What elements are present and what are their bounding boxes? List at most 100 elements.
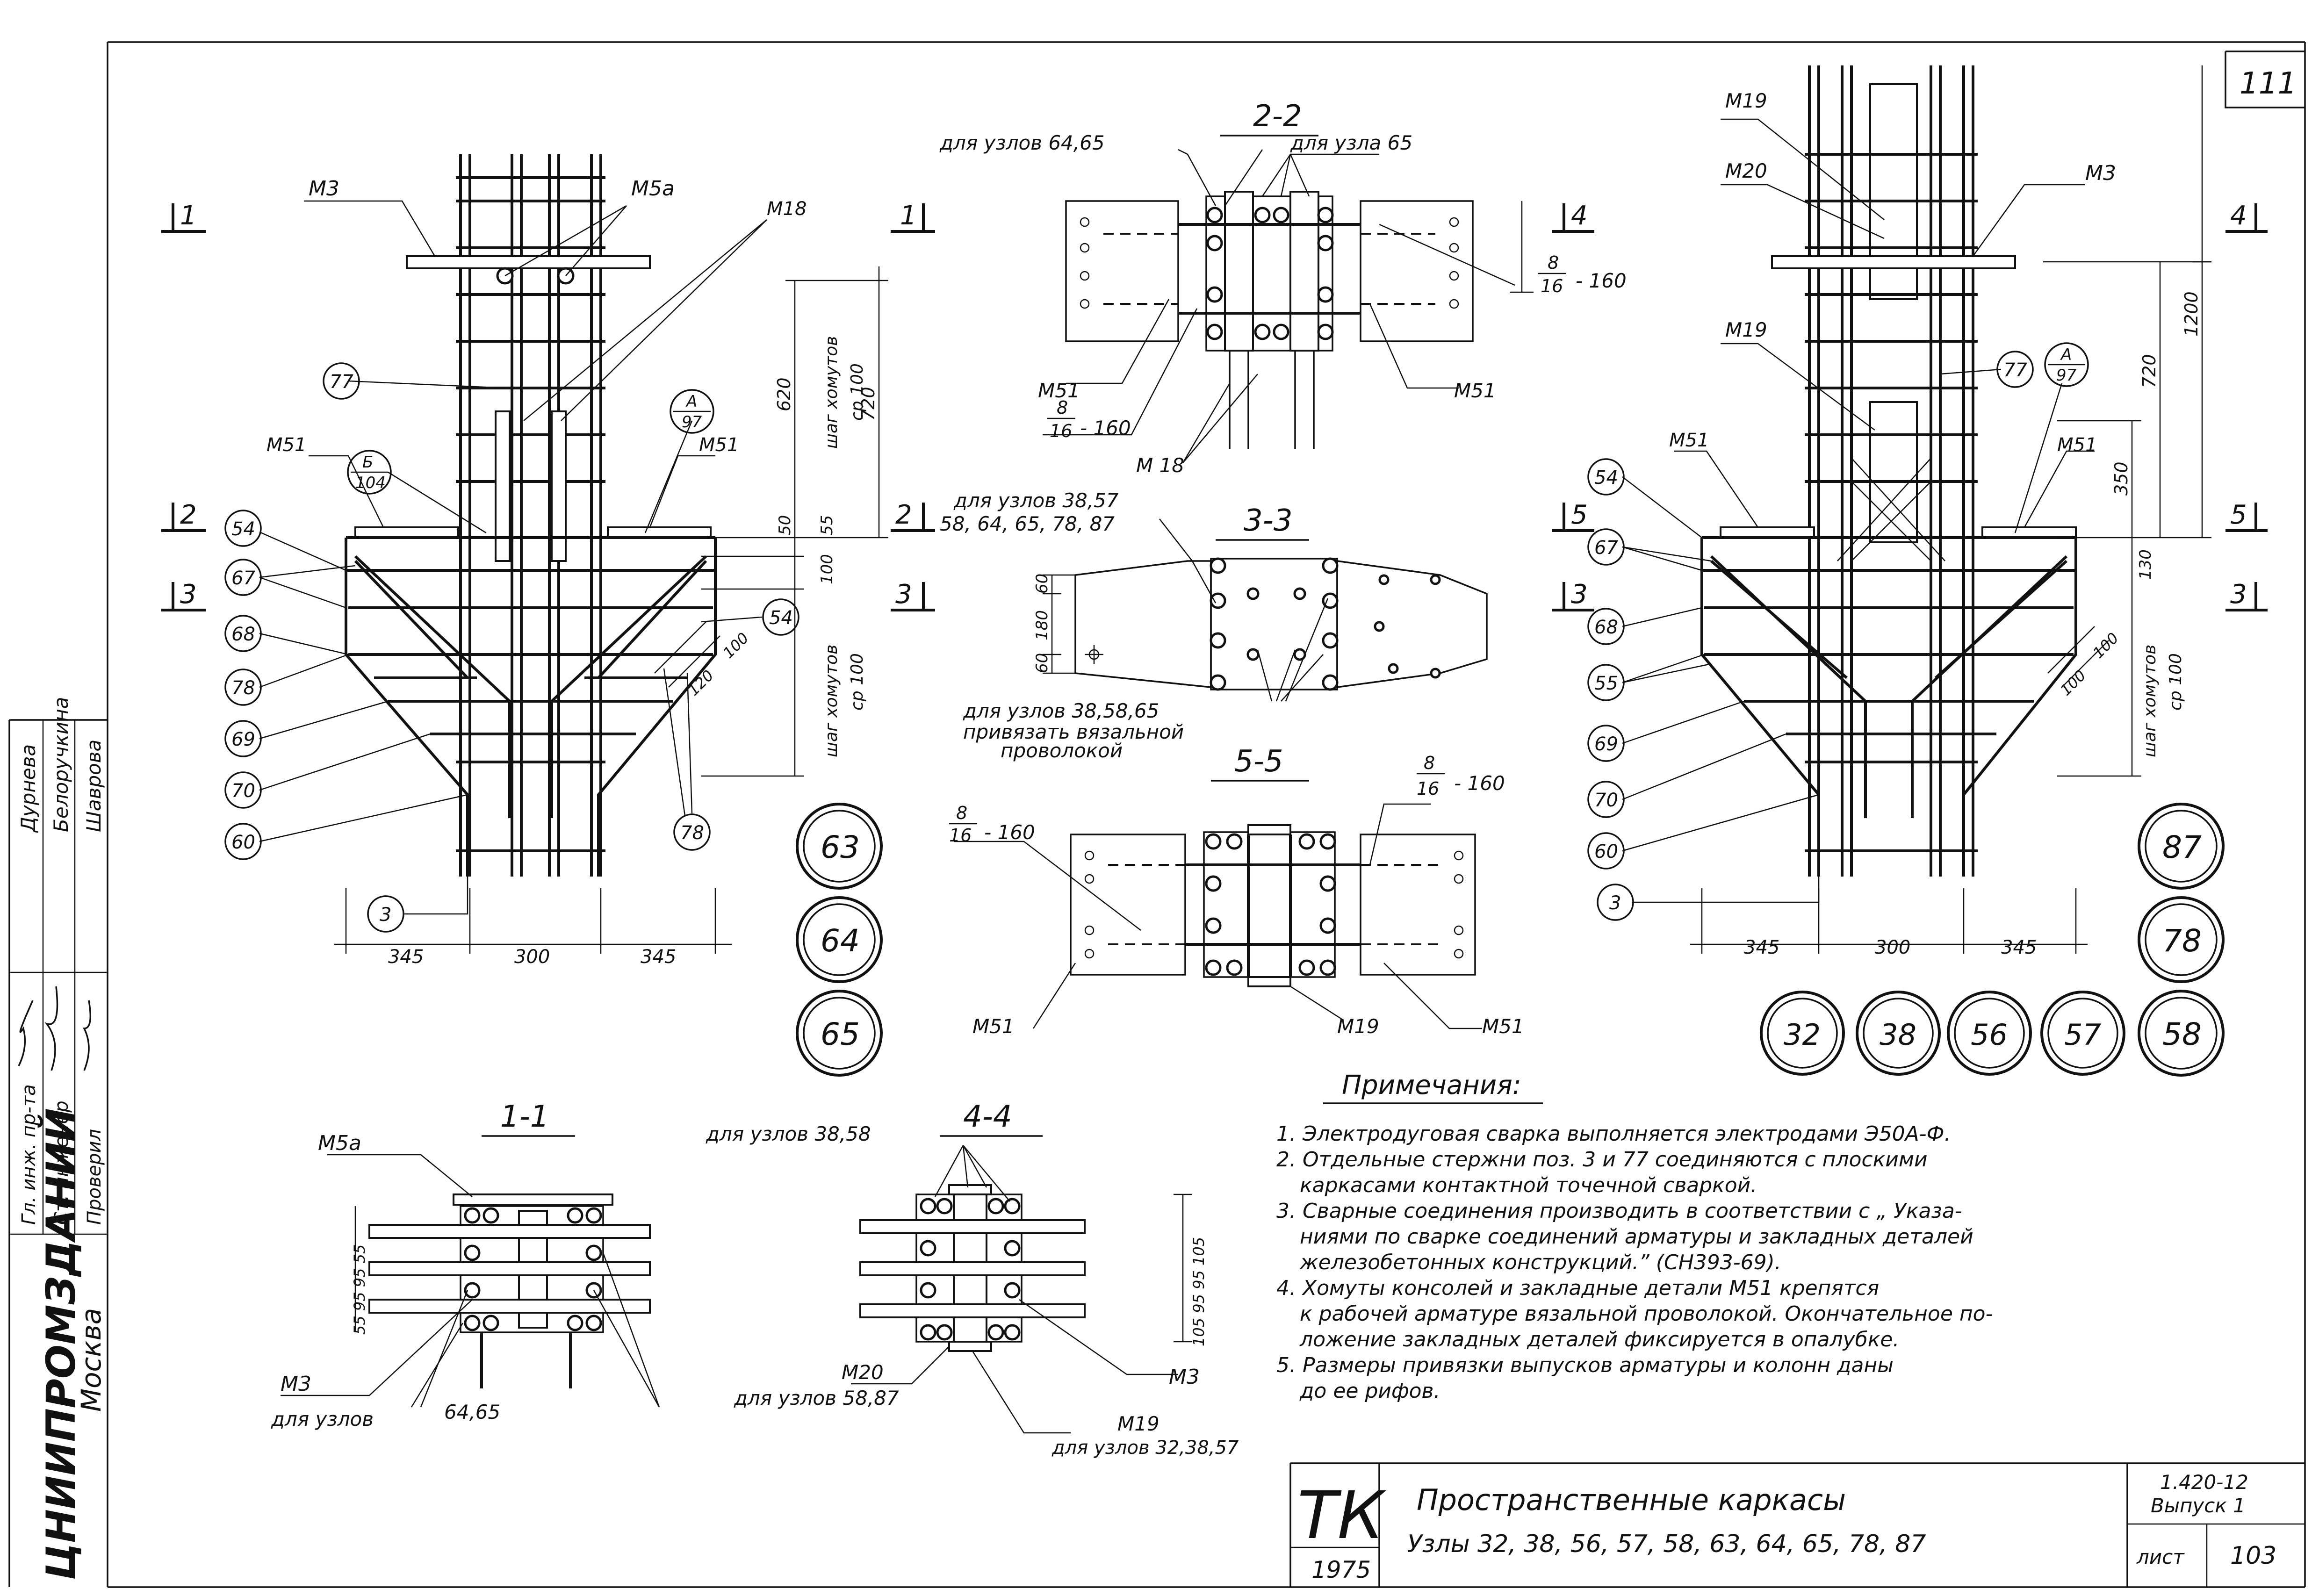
- sec44-title: 4-4: [963, 1100, 1012, 1134]
- sec22-f1-val: - 160: [1080, 417, 1131, 439]
- sec55-f2-bot: 16: [1417, 778, 1439, 799]
- left-step1: шаг хомутов: [822, 336, 841, 449]
- sheet-frame: [107, 41, 2306, 1588]
- right-callout-69: 69: [1594, 733, 1618, 755]
- stamp-city: Москва: [75, 1308, 107, 1412]
- node-87: 87: [2162, 829, 2202, 865]
- note-line-2: 2. Отдельные стержни поз. 3 и 77 соединя…: [1276, 1148, 1928, 1172]
- tk-mark: ТК: [1297, 1478, 1387, 1554]
- title-block: ТК 1975 Пространственные каркасы Узлы 32…: [1289, 1462, 2305, 1587]
- right-callout-68: 68: [1594, 617, 1618, 638]
- sec11-note-nums: 64,65: [444, 1401, 500, 1423]
- note-line-4: 3. Сварные соединения производить в соот…: [1276, 1199, 1962, 1223]
- sheet-number-box: 111: [2225, 50, 2305, 108]
- section-4-4: 4-4 для узлов 38,58 М20 для узлов 58,87 …: [706, 1100, 1239, 1459]
- right-a97-top: А: [2060, 345, 2072, 364]
- note-line-3: каркасами контактной точечной сваркой.: [1300, 1173, 1757, 1197]
- left-step2: шаг хомутов: [822, 645, 841, 757]
- cut-1-left: 1: [180, 201, 197, 231]
- right-m3: М3: [2085, 161, 2116, 185]
- left-dim-55: 55: [818, 515, 836, 535]
- note-line-9: ложение закладных деталей фиксируется в …: [1299, 1328, 1899, 1352]
- sec22-f2-val: - 160: [1576, 269, 1627, 292]
- signature-2: [44, 986, 58, 1071]
- cut-2-right: 2: [895, 500, 912, 530]
- sec11-m3: М3: [281, 1372, 311, 1396]
- sec22-m51b: М51: [1454, 379, 1496, 402]
- sec22-f1-top: 8: [1057, 397, 1068, 418]
- left-dim-100: 100: [818, 554, 836, 584]
- cut-5-left: 5: [1571, 500, 1588, 530]
- sec44-dims: 105 95 95 105: [1190, 1237, 1208, 1346]
- left-dim-50: 50: [776, 515, 794, 535]
- right-callouts: 77 А 97 54 67 68 55 69 70 60 3: [1587, 342, 2089, 921]
- stamp-name-2: Белоручкина: [50, 697, 72, 832]
- right-step: шаг хомутов: [2140, 645, 2160, 757]
- sheet-number: 111: [2240, 66, 2297, 101]
- sec55-title: 5-5: [1234, 744, 1283, 779]
- series: 1.420-12: [2160, 1471, 2248, 1494]
- left-leaders: [259, 200, 767, 915]
- stamp-role-3: Проверил: [84, 1129, 105, 1225]
- right-a97-bot: 97: [2056, 366, 2077, 385]
- right-m20: М20: [1725, 159, 1767, 182]
- cut-4-left: 4: [1571, 201, 1588, 231]
- sec11-note: для узлов: [271, 1408, 374, 1431]
- node-38: 38: [1880, 1018, 1916, 1052]
- sec44-note: для узлов 38,58: [706, 1122, 871, 1145]
- right-elevation: М19 М20 М3 М19 М51 М51 345 300 345 1200 …: [1587, 65, 2211, 958]
- left-dim-720: 720: [858, 387, 879, 421]
- sec44-m3: М3: [1169, 1365, 1200, 1389]
- sec55-f1-val: - 160: [984, 821, 1035, 844]
- left-callout-54: 54: [231, 518, 255, 540]
- drawing-title: Пространственные каркасы: [1417, 1483, 1846, 1517]
- node-57: 57: [2064, 1018, 2101, 1052]
- stamp-name-1: Дурнева: [17, 744, 40, 833]
- left-dim-620: 620: [774, 377, 794, 411]
- node-63: 63: [821, 829, 860, 865]
- sec44-note-m20: для узлов 58,87: [734, 1387, 899, 1409]
- cut-4-right: 4: [2230, 201, 2247, 231]
- drawing-subtitle: Узлы 32, 38, 56, 57, 58, 63, 64, 65, 78,…: [1407, 1530, 1926, 1558]
- stamp-role-2: Ст. инженер: [51, 1100, 72, 1225]
- left-dim-100b: 100: [720, 629, 752, 662]
- left-callouts: 77 Б 104 А 97 54 67 68 78 69 70 60 54: [224, 362, 799, 933]
- left-a97-bot: 97: [682, 413, 702, 431]
- sec22-title: 2-2: [1253, 99, 1302, 134]
- sec44-m20: М20: [842, 1361, 884, 1384]
- cut-3-right-r: 3: [2230, 579, 2247, 610]
- sec55-f2-val: - 160: [1454, 772, 1505, 795]
- left-callout-77: 77: [330, 371, 353, 393]
- node-58: 58: [2162, 1016, 2202, 1052]
- left-stirrups: [456, 176, 605, 852]
- note-line-8: к рабочей арматуре вязальной проволокой.…: [1300, 1302, 1993, 1326]
- sec22-f2-bot: 16: [1541, 276, 1563, 296]
- left-dim-120: 120: [684, 667, 717, 699]
- right-dim-1200: 1200: [2181, 291, 2202, 337]
- right-stirrups: [1805, 153, 1978, 852]
- sec33-note1: для узлов 38,57: [953, 489, 1119, 512]
- sec33-note2b: привязать вязальной: [963, 720, 1184, 743]
- left-callout-69: 69: [231, 729, 255, 750]
- right-dim-300: 300: [1875, 937, 1910, 958]
- left-dim-345a: 345: [388, 946, 424, 968]
- sec55-m51a: М51: [972, 1015, 1015, 1038]
- node-65: 65: [821, 1016, 860, 1052]
- node-78: 78: [2162, 923, 2202, 959]
- left-callout-78: 78: [231, 677, 255, 699]
- sec22-f1-bot: 16: [1050, 421, 1072, 441]
- right-callout-60: 60: [1594, 841, 1618, 863]
- left-step1b: ср 100: [848, 363, 867, 421]
- cut-3-left-r: 3: [1571, 579, 1588, 610]
- right-m51b: М51: [2057, 434, 2097, 456]
- note-line-10: 5. Размеры привязки выпусков арматуры и …: [1276, 1353, 1894, 1377]
- sec44-note-m19: для узлов 32,38,57: [1051, 1437, 1239, 1459]
- right-m19b: М19: [1725, 318, 1767, 341]
- sec33-note1b: 58, 64, 65, 78, 87: [940, 512, 1115, 535]
- section-2-2: 2-2 для узл: [939, 99, 1627, 477]
- left-callout-78b: 78: [680, 822, 704, 844]
- node-circles-right: 87 78 32 38 56 57 58: [1760, 803, 2225, 1077]
- left-callout-67: 67: [231, 568, 255, 589]
- left-step2b: ср 100: [848, 653, 867, 711]
